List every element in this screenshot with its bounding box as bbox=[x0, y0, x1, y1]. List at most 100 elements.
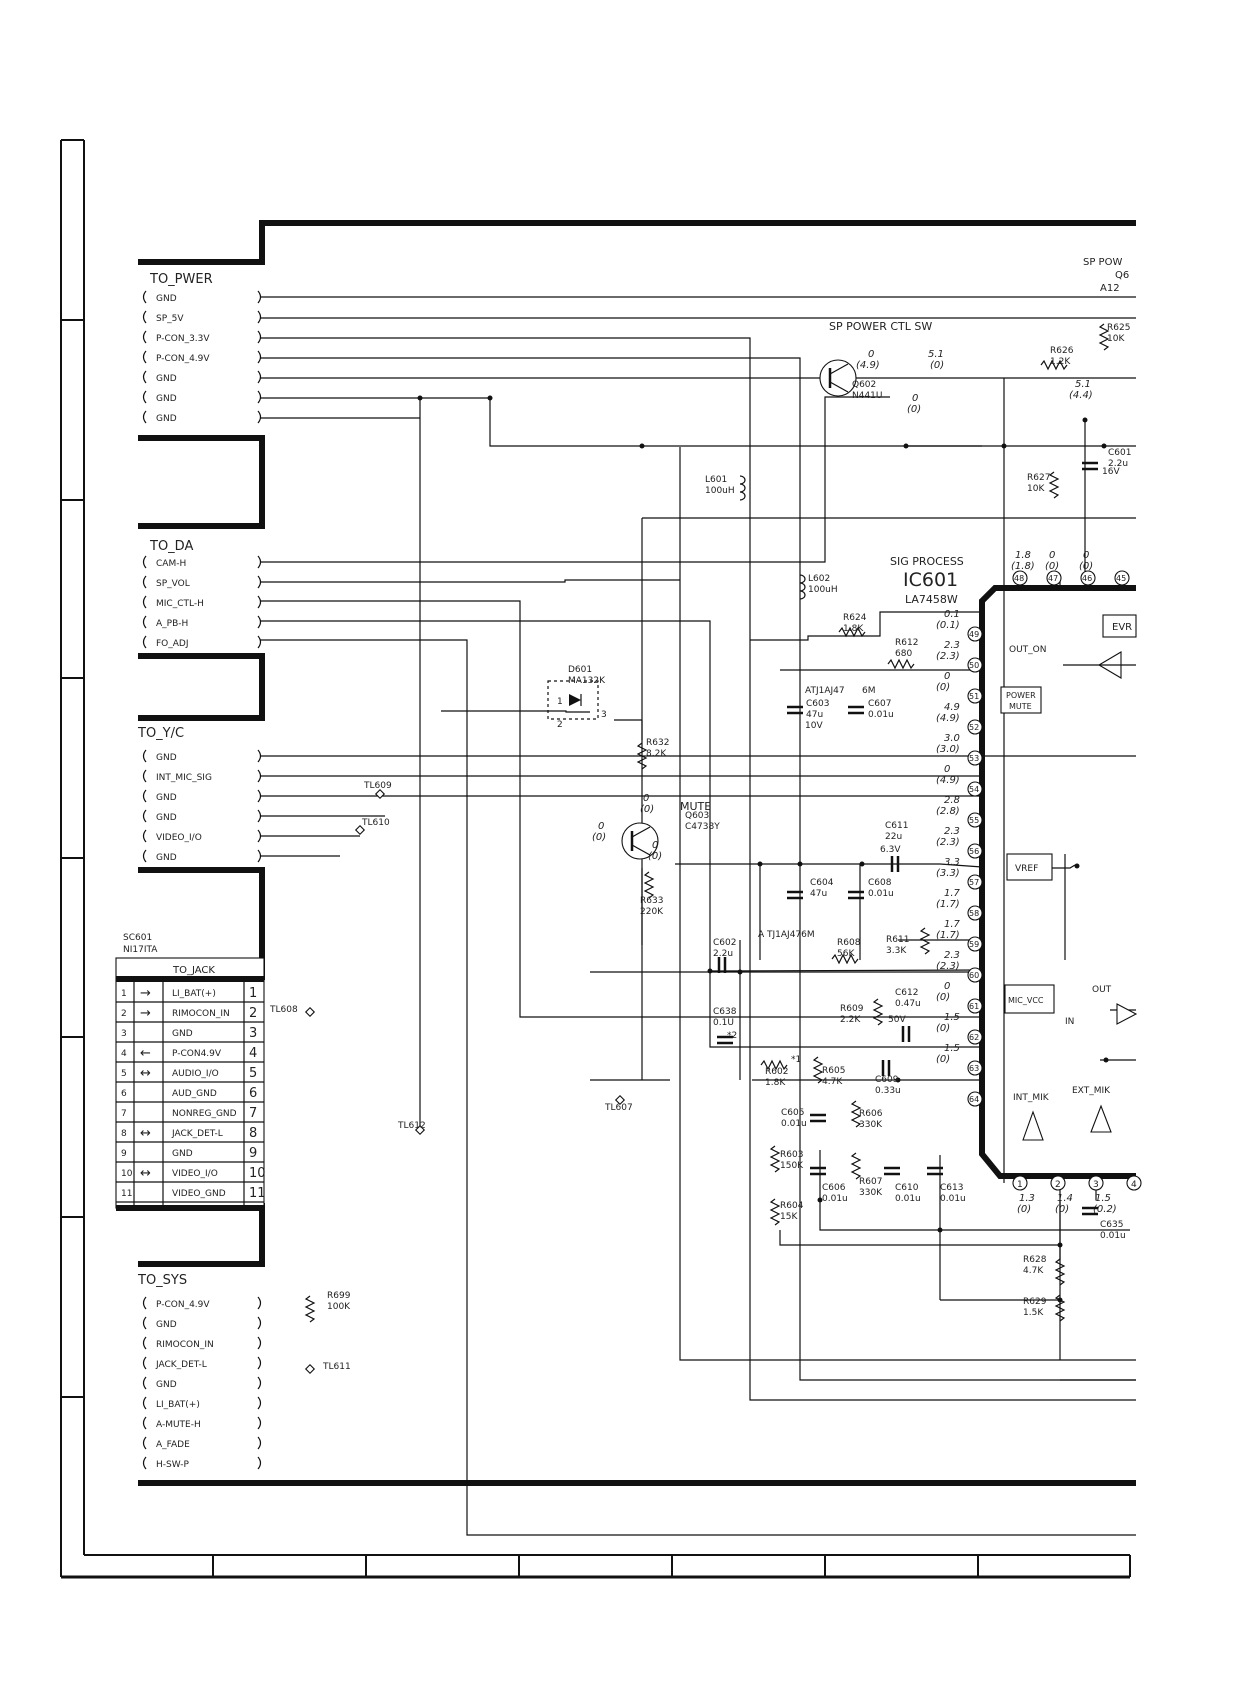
connector-pin-label: SP_5V bbox=[156, 314, 184, 324]
ic-pin-number: 58 bbox=[969, 909, 979, 918]
inductor-symbol bbox=[739, 475, 746, 501]
pin-bracket-right bbox=[257, 789, 262, 803]
component-value: 1.2K bbox=[1050, 357, 1071, 367]
connector-pin-label: JACK_DET-L bbox=[155, 1360, 207, 1370]
ic-pin-voltage: 1.5 bbox=[944, 1012, 960, 1023]
jack-row-number: 8 bbox=[121, 1129, 127, 1139]
jack-row-pin: 4 bbox=[249, 1046, 257, 1061]
component-ref: C601 bbox=[1108, 448, 1131, 458]
ic-pin-voltage-alt: (2.3) bbox=[936, 651, 960, 662]
component-value: 680 bbox=[895, 649, 912, 659]
connector-pin: INT_MIC_SIG bbox=[142, 769, 262, 783]
component-ref: C604 bbox=[810, 878, 834, 888]
component-value: 2.2u bbox=[1108, 459, 1128, 469]
ic-pin-number: 56 bbox=[969, 847, 979, 856]
pin-bracket-right bbox=[257, 1456, 262, 1470]
ic-pin: 460(0) bbox=[1079, 550, 1096, 586]
wire-49 bbox=[779, 1230, 1060, 1246]
ic-pin-circle bbox=[967, 688, 983, 704]
pin-bracket-left bbox=[142, 849, 147, 863]
ic-pin-voltage: 1.5 bbox=[944, 1043, 960, 1054]
ic-pin-voltage: 2.3 bbox=[944, 950, 960, 961]
jack-row-direction: ↔ bbox=[140, 1066, 151, 1081]
connector-pin-label: RIMOCON_IN bbox=[156, 1340, 214, 1350]
component-ref: R606 bbox=[859, 1109, 883, 1119]
component-ref: R609 bbox=[840, 1004, 864, 1014]
ic-pin: 524.9(4.9) bbox=[936, 702, 983, 735]
ic-pin-voltage: 1.5 bbox=[1095, 1193, 1111, 1204]
ic-pin-number: 48 bbox=[1014, 574, 1024, 583]
resistor-symbol bbox=[769, 1145, 781, 1173]
component-ref: R607 bbox=[859, 1177, 882, 1187]
test-point-tl611: TL611 bbox=[304, 1362, 351, 1375]
label-atj-a2: 6M bbox=[862, 686, 876, 696]
jack-row-pin: 6 bbox=[249, 1086, 257, 1101]
jack-row-pin: 9 bbox=[249, 1146, 257, 1161]
ic-pin-circle bbox=[967, 905, 983, 921]
connector-pin: P-CON_4.9V bbox=[142, 1296, 262, 1310]
ic-pin-circle bbox=[967, 843, 983, 859]
connector-pin-label: P-CON_3.3V bbox=[156, 334, 210, 344]
component-value: 8.2K bbox=[646, 749, 667, 759]
jack-row-number: 3 bbox=[121, 1029, 127, 1039]
test-point-label: TL611 bbox=[322, 1362, 351, 1372]
component-value: 4.7K bbox=[822, 1077, 843, 1087]
pin-bracket-left bbox=[142, 310, 147, 324]
pin-bracket-left bbox=[142, 1296, 147, 1310]
connector-pin-label: LI_BAT(+) bbox=[156, 1400, 200, 1410]
test-point-tl610: TL610 bbox=[354, 818, 390, 836]
in-label: IN bbox=[1065, 1017, 1074, 1027]
test-point-label: TL612 bbox=[397, 1121, 426, 1131]
component-value: N441U bbox=[852, 391, 883, 401]
pin-bracket-left bbox=[142, 575, 147, 589]
connector-pin: GND bbox=[142, 410, 262, 424]
resistor-symbol bbox=[850, 1100, 862, 1128]
test-point-marker bbox=[354, 824, 366, 836]
connector-pin: CAM-H bbox=[142, 555, 262, 569]
ic-pin-number: 54 bbox=[969, 785, 979, 794]
ic-pin: 45 bbox=[1114, 570, 1130, 586]
pin-bracket-left bbox=[142, 769, 147, 783]
component-value: 0.01u bbox=[822, 1194, 848, 1204]
label-v10: 10V bbox=[805, 721, 823, 731]
connector-pin-label: SP_VOL bbox=[156, 579, 190, 589]
ic-pin: 591.7(1.7) bbox=[936, 919, 983, 952]
ic-pin: 64 bbox=[967, 1091, 983, 1107]
component-value: 100uH bbox=[705, 486, 735, 496]
ic-top-pins: 481.8(1.8)470(0)460(0)45 bbox=[1011, 550, 1130, 586]
ic-pin: 631.5(0) bbox=[936, 1043, 983, 1076]
ic-pin-voltage-alt: (1.7) bbox=[936, 899, 960, 910]
connector-pin-label: A-MUTE-H bbox=[156, 1420, 201, 1430]
ic-pin-voltage-alt: (0) bbox=[1055, 1204, 1069, 1215]
out-on-label: OUT_ON bbox=[1009, 645, 1047, 655]
wire-8 bbox=[260, 396, 890, 563]
jack-row-pin: 8 bbox=[249, 1126, 257, 1141]
connector-pin-label: INT_MIC_SIG bbox=[156, 773, 212, 783]
pin-bracket-left bbox=[142, 390, 147, 404]
connector-pin-label: MIC_CTL-H bbox=[156, 599, 204, 609]
resistor-symbol bbox=[643, 871, 655, 899]
junction-dot bbox=[797, 861, 803, 867]
jack-row-name: VIDEO_I/O bbox=[172, 1169, 218, 1179]
label-q603-e: 0 bbox=[652, 840, 658, 851]
ic-pin-circle bbox=[967, 1029, 983, 1045]
pin-bracket-left bbox=[142, 615, 147, 629]
pin-bracket-left bbox=[142, 1316, 147, 1330]
component-ref: C635 bbox=[1100, 1220, 1123, 1230]
ic-pin-voltage-alt: (0) bbox=[1079, 561, 1093, 572]
junction-dot bbox=[1082, 417, 1088, 423]
component-value: 56K bbox=[837, 949, 855, 959]
junction-dot bbox=[817, 1197, 823, 1203]
component-value: 0.01u bbox=[868, 889, 894, 899]
ic-part: LA7458W bbox=[905, 593, 958, 606]
component-ref: R605 bbox=[822, 1066, 845, 1076]
